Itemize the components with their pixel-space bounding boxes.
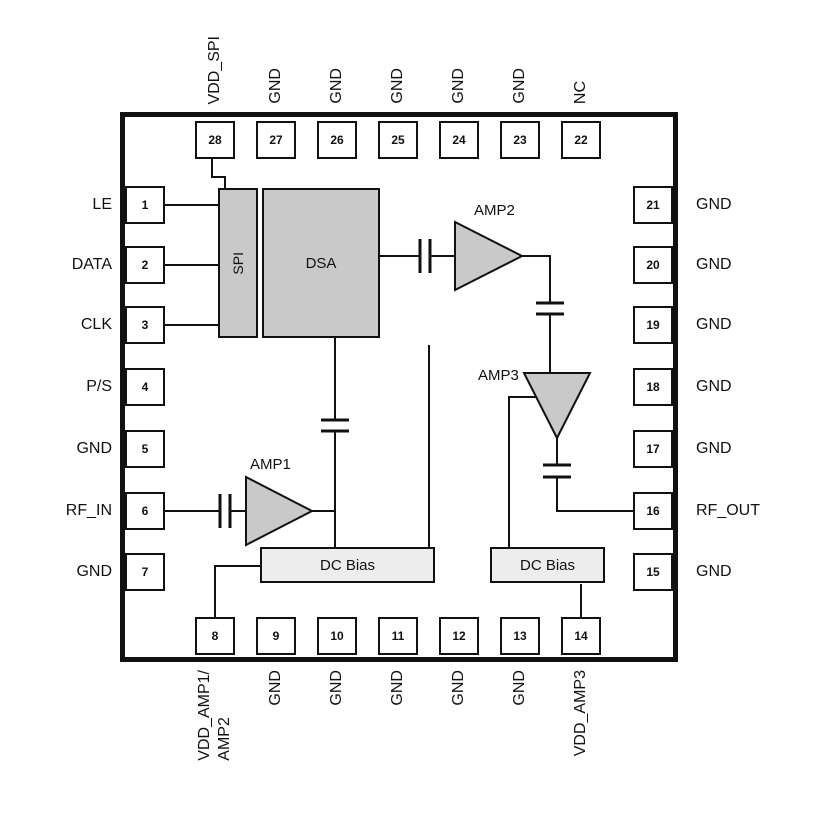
wire-amp2-output <box>522 255 551 302</box>
pin-label-gnd-19: GND <box>696 316 732 333</box>
pin-label-gnd-26: GND <box>328 68 345 104</box>
pin-1: 1 <box>125 186 165 224</box>
pin-11: 11 <box>378 617 418 655</box>
pin-21: 21 <box>633 186 673 224</box>
pin-label-gnd-25: GND <box>389 68 406 104</box>
pin-14: 14 <box>561 617 601 655</box>
pin-label-gnd-13: GND <box>511 670 528 706</box>
pin-label-data: DATA <box>71 256 112 273</box>
pin-27: 27 <box>256 121 296 159</box>
dc-bias-right-label: DC Bias <box>519 556 575 574</box>
wire-pin28-spi <box>211 159 226 190</box>
pin-label-gnd-11: GND <box>389 670 406 706</box>
pin-12: 12 <box>439 617 479 655</box>
pin-label-rf-out: RF_OUT <box>696 502 760 519</box>
capacitor-dsa-shunt <box>321 418 349 433</box>
pin-17: 17 <box>633 430 673 468</box>
dc-bias-left-block: DC Bias <box>260 547 435 583</box>
pin-label-gnd-15: GND <box>696 563 732 580</box>
wire-dcbias-to-amp3 <box>508 396 537 548</box>
capacitor-dsa-amp2 <box>418 239 432 273</box>
pin-label-gnd-24: GND <box>450 68 467 104</box>
capacitor-amp2-amp3 <box>536 301 564 316</box>
pin-13: 13 <box>500 617 540 655</box>
pin-26: 26 <box>317 121 357 159</box>
pin-24: 24 <box>439 121 479 159</box>
pin-label-vdd-spi: VDD_SPI <box>206 35 223 104</box>
pin-label-gnd-12: GND <box>450 670 467 706</box>
pin-9: 9 <box>256 617 296 655</box>
amp1-label: AMP1 <box>250 456 291 473</box>
amp3-label: AMP3 <box>478 367 519 384</box>
dc-bias-left-label: DC Bias <box>319 556 375 574</box>
pin-label-gnd-23: GND <box>511 68 528 104</box>
wire-pin8-to-dcbias <box>214 565 261 617</box>
pin-label-gnd-20: GND <box>696 256 732 273</box>
amp2-triangle <box>454 220 525 292</box>
pin-18: 18 <box>633 368 673 406</box>
amp2-label: AMP2 <box>474 202 515 219</box>
pin-label-gnd-27: GND <box>267 68 284 104</box>
pin-15: 15 <box>633 553 673 591</box>
dsa-block: DSA <box>262 188 380 338</box>
pin-label-gnd-7: GND <box>76 563 112 580</box>
wire-cap-to-rfout <box>556 478 634 512</box>
pin-7: 7 <box>125 553 165 591</box>
pin-label-vdd-amp3: VDD_AMP3 <box>572 670 589 757</box>
pin-label-gnd-10: GND <box>328 670 345 706</box>
pin-6: 6 <box>125 492 165 530</box>
pin-2: 2 <box>125 246 165 284</box>
pin-19: 19 <box>633 306 673 344</box>
pin-label-gnd-21: GND <box>696 196 732 213</box>
spi-label: SPI <box>230 251 246 275</box>
pin-22: 22 <box>561 121 601 159</box>
pin-8: 8 <box>195 617 235 655</box>
dsa-label: DSA <box>305 254 337 272</box>
pin-4: 4 <box>125 368 165 406</box>
dc-bias-right-block: DC Bias <box>490 547 605 583</box>
pin-28: 28 <box>195 121 235 159</box>
pin-label-gnd-5: GND <box>76 440 112 457</box>
spi-block: SPI <box>218 188 258 338</box>
pin-label-rf-in: RF_IN <box>65 502 112 519</box>
pin-10: 10 <box>317 617 357 655</box>
capacitor-amp3-rfout <box>543 463 571 479</box>
pin-16: 16 <box>633 492 673 530</box>
pin-label-gnd-17: GND <box>696 440 732 457</box>
pin-5: 5 <box>125 430 165 468</box>
pin-25: 25 <box>378 121 418 159</box>
pin-20: 20 <box>633 246 673 284</box>
pin-label-vdd-amp1-amp2: VDD_AMP1/ AMP2 <box>196 670 233 761</box>
amp1-triangle <box>245 475 315 547</box>
pin-label-gnd-9: GND <box>267 670 284 706</box>
amp3-triangle <box>522 372 592 441</box>
pin-label-gnd-18: GND <box>696 378 732 395</box>
pin-label-nc: NC <box>572 80 589 104</box>
pin-23: 23 <box>500 121 540 159</box>
pin-label-clk: CLK <box>80 316 112 333</box>
pin-label-ps: P/S <box>86 378 112 395</box>
capacitor-rfin <box>218 494 232 528</box>
pin-label-le: LE <box>92 196 112 213</box>
pin-3: 3 <box>125 306 165 344</box>
